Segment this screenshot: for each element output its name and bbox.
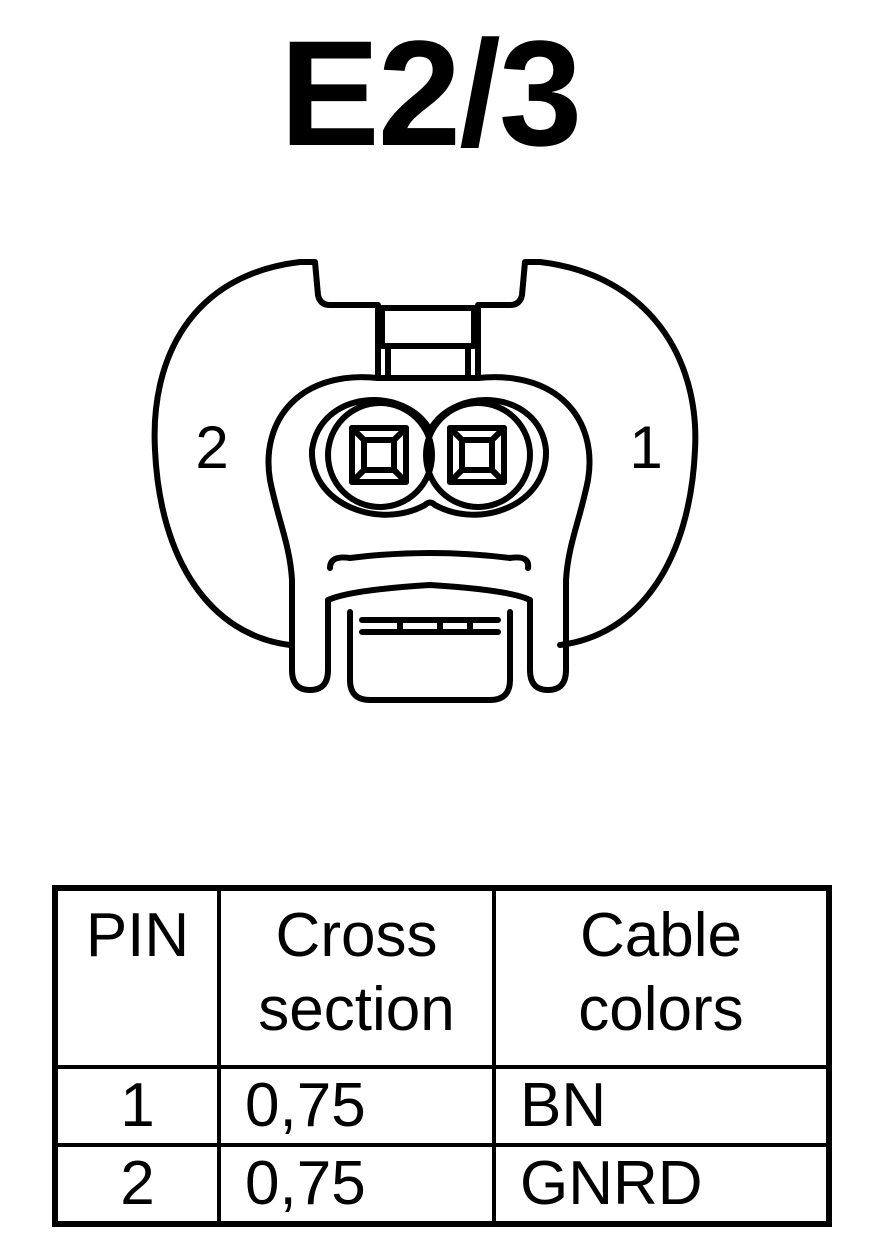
lower-tab-teeth bbox=[359, 617, 501, 635]
table-row: 1 0,75 BN bbox=[53, 1065, 831, 1147]
cross-section-cell: 0,75 bbox=[217, 1065, 496, 1147]
housing-outline bbox=[151, 259, 699, 648]
cable-color-cell: BN bbox=[492, 1065, 831, 1147]
pin-2-contact bbox=[349, 425, 409, 485]
inner-body bbox=[265, 374, 593, 693]
connector-title: E2/3 bbox=[279, 9, 583, 177]
pin-chamber bbox=[308, 397, 550, 518]
cross-section-cell: 0,75 bbox=[217, 1143, 496, 1226]
latch-window bbox=[379, 305, 477, 349]
table-row: 2 0,75 GNRD bbox=[53, 1143, 831, 1226]
pin-label-right: 1 bbox=[629, 414, 662, 481]
connector-face-diagram: 2 1 bbox=[151, 259, 699, 703]
latch-outline bbox=[297, 259, 543, 381]
latch-slot bbox=[385, 343, 471, 381]
header-pin: PIN bbox=[53, 886, 221, 1069]
lower-tab bbox=[347, 609, 513, 703]
pin-cell: 2 bbox=[53, 1143, 221, 1226]
pin-label-left: 2 bbox=[195, 414, 228, 481]
pin-1-socket bbox=[423, 400, 533, 510]
inner-recess bbox=[327, 550, 532, 571]
pin-2-socket bbox=[325, 400, 435, 510]
cable-color-cell: GNRD bbox=[492, 1143, 831, 1226]
pin-cell: 1 bbox=[53, 1065, 221, 1147]
pin-1-contact bbox=[447, 425, 507, 485]
